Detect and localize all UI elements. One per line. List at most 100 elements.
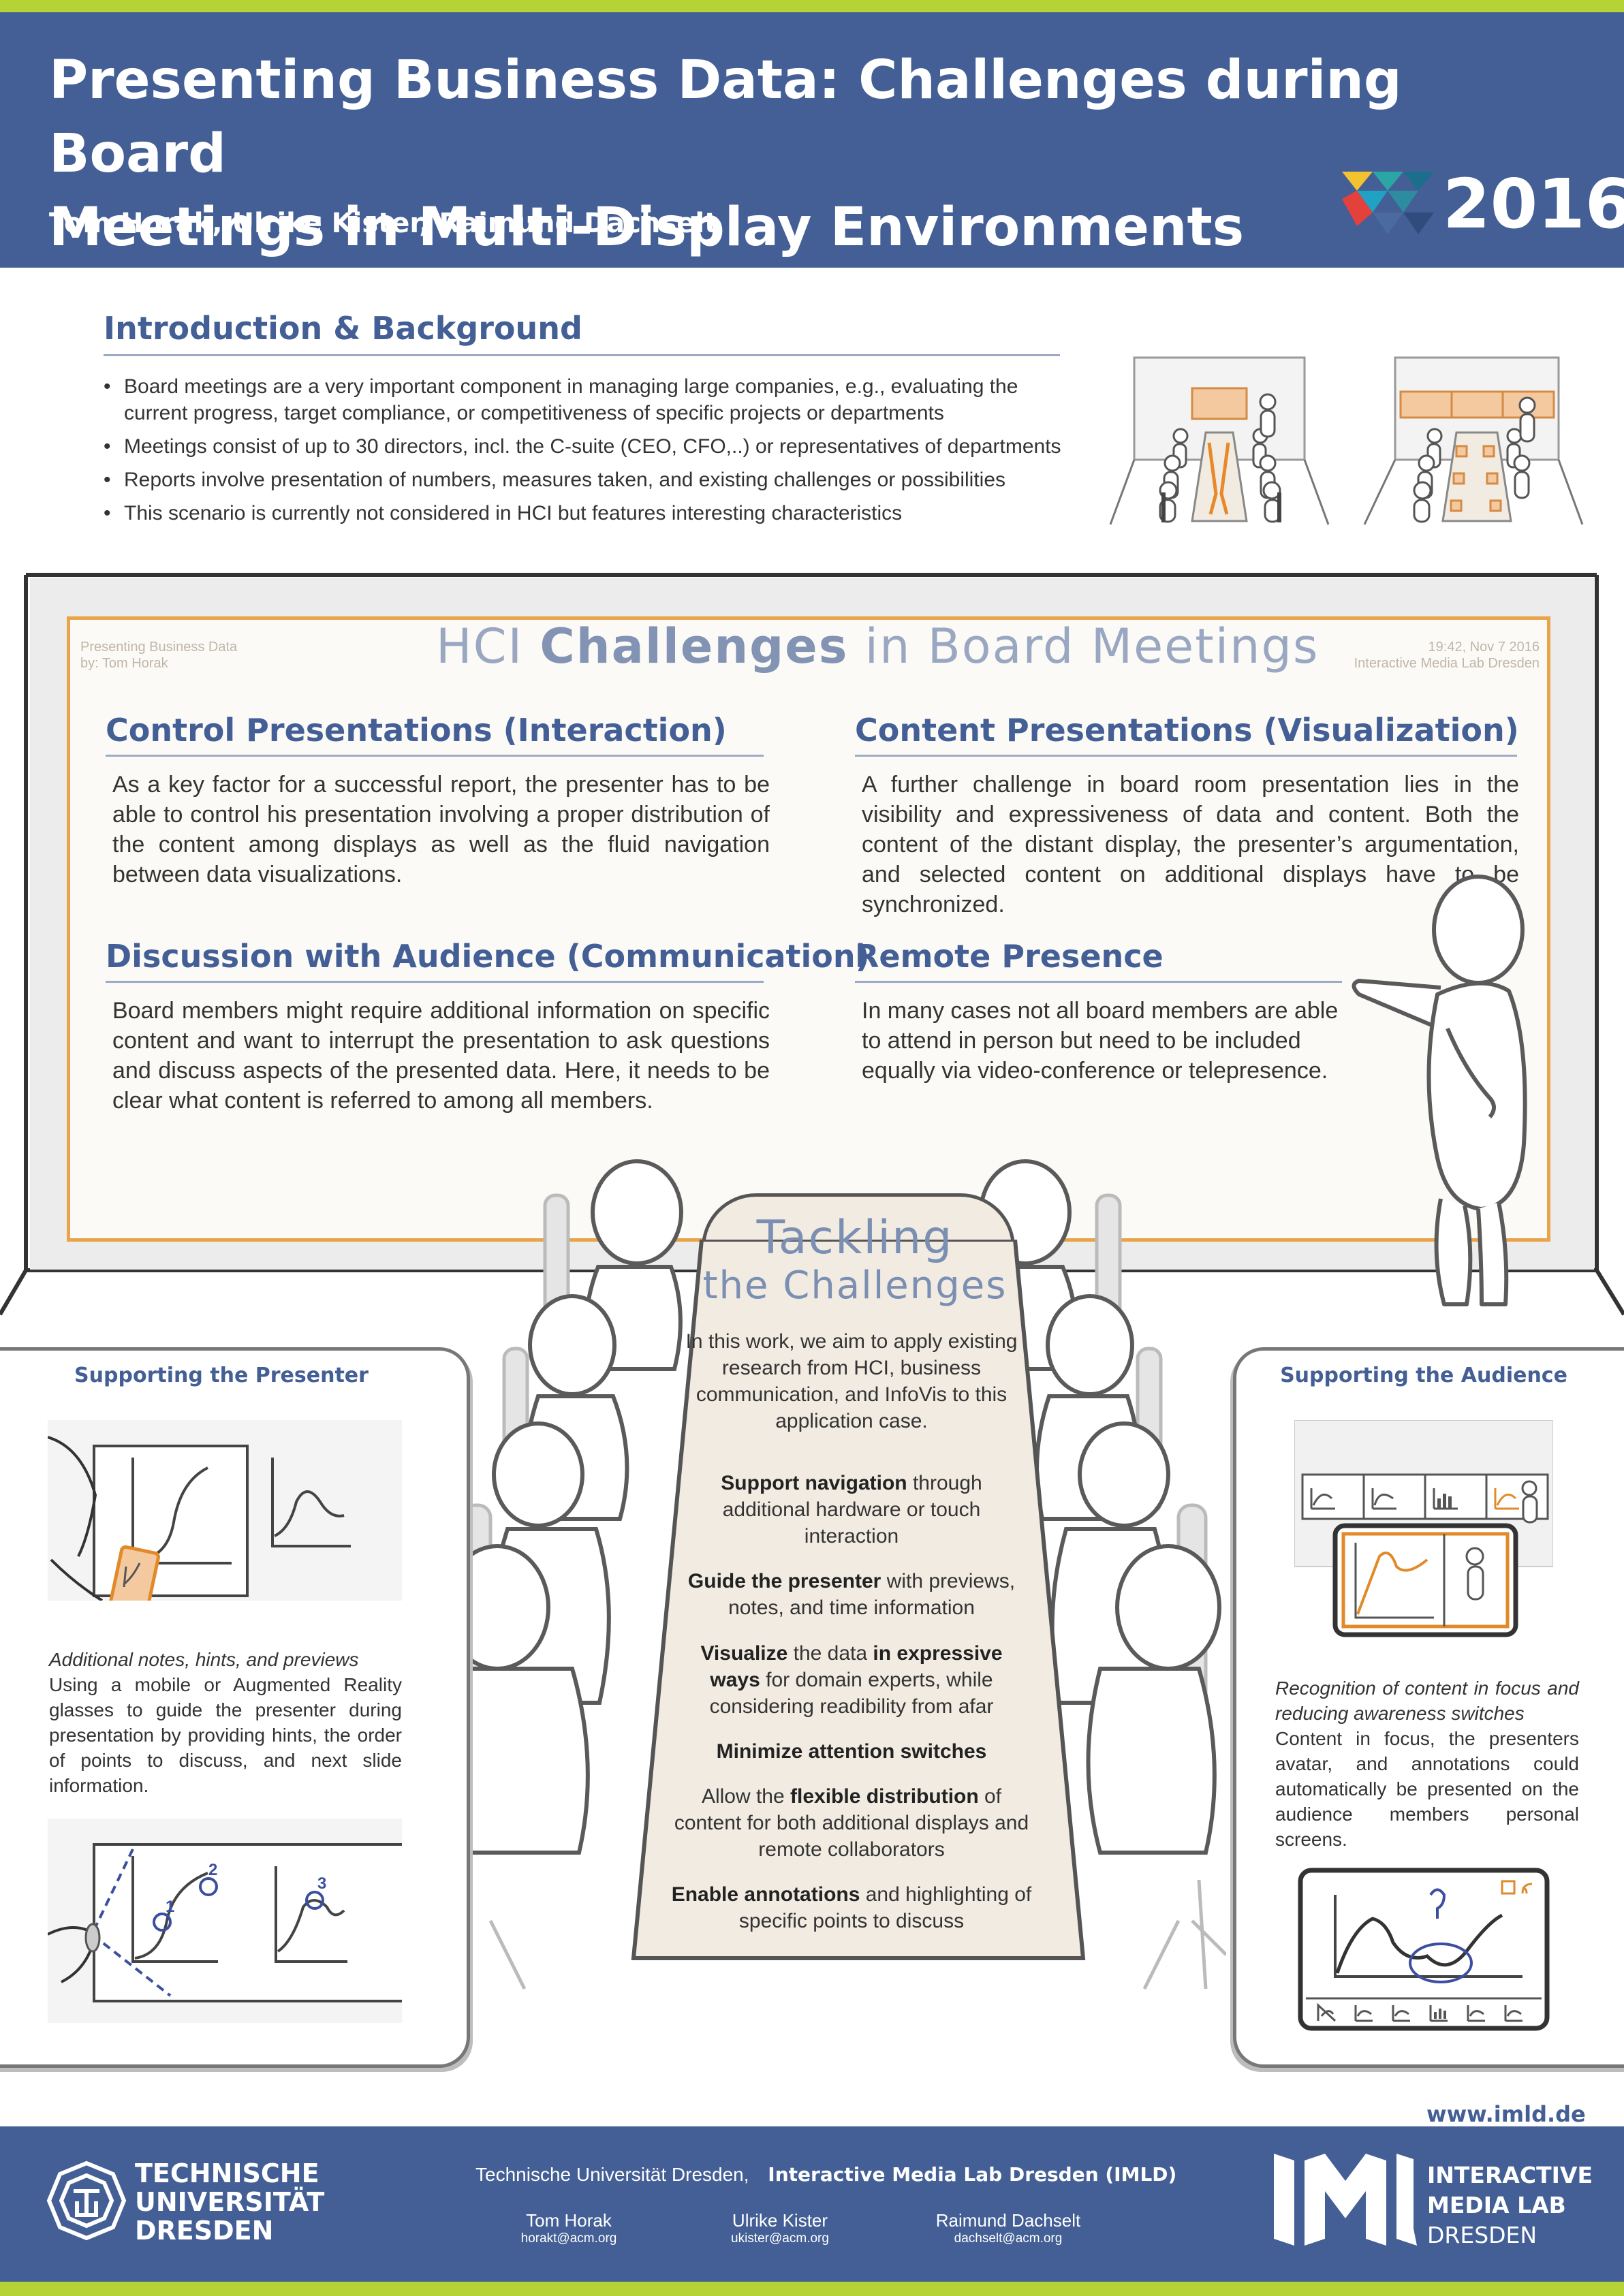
tu-line-3: DRESDEN <box>135 2216 274 2246</box>
slide-title-pre: HCI <box>436 618 540 674</box>
presenter-card-description: Additional notes, hints, and previews Us… <box>49 1647 402 1798</box>
tackling-point-navigation: Support navigation through additional ha… <box>681 1470 1022 1550</box>
point-bold: Guide the presenter <box>687 1570 881 1592</box>
point-text: Allow the <box>701 1785 791 1808</box>
audience-screen-sketch <box>1294 1420 1553 1637</box>
tu-dresden-logo-icon <box>46 2160 127 2241</box>
point-bold: Enable annotations <box>671 1883 860 1906</box>
point-text: and highlighting of specific points to d… <box>738 1883 1032 1932</box>
boardroom-sketch-multi-display <box>1363 356 1584 525</box>
header-banner <box>0 12 1624 268</box>
challenge-text-communication: Board members might require additional i… <box>112 998 770 1114</box>
marker-3-label: 3 <box>317 1874 326 1893</box>
presenter-notes-sketch <box>48 1420 402 1601</box>
audience-card-text: Content in focus, the presenters avatar,… <box>1275 1728 1579 1850</box>
presenter-card-title: Supporting the Presenter <box>74 1364 369 1387</box>
challenge-underline <box>855 981 1342 983</box>
tu-dresden-wordmark: TECHNISCHE UNIVERSITÄT DRESDEN <box>135 2159 324 2245</box>
year-label: 2016 <box>1443 164 1624 244</box>
tackling-point-attention: Minimize attention switches <box>681 1738 1022 1765</box>
presenter-card-italic: Additional notes, hints, and previews <box>49 1649 359 1670</box>
author-contact-kister: Ulrike Kister ukister@acm.org <box>715 2210 845 2246</box>
imld-logo-icon <box>1274 2154 1417 2246</box>
tackling-point-guide: Guide the presenter with previews, notes… <box>681 1568 1022 1621</box>
slide-corner-right: 19:42, Nov 7 2016 Interactive Media Lab … <box>1281 639 1540 672</box>
marker-2-label: 2 <box>208 1861 217 1879</box>
tackling-title-line-1: Tackling <box>756 1211 954 1265</box>
challenge-title-visualization: Content Presentations (Visualization) <box>855 712 1519 749</box>
audience-annotation-sketch <box>1298 1868 1550 2031</box>
point-text: of content for both additional displays … <box>674 1785 1029 1861</box>
challenge-title-communication: Discussion with Audience (Communication) <box>106 938 870 975</box>
intro-bullet: Reports involve presentation of numbers,… <box>102 467 1061 493</box>
author-email[interactable]: dachselt@acm.org <box>954 2231 1063 2246</box>
conference-table <box>631 1240 1086 1960</box>
point-text: through additional hardware or touch int… <box>722 1472 982 1547</box>
author-name: Raimund Dachselt <box>935 2210 1081 2231</box>
audience-card-italic: Recognition of content in focus and redu… <box>1275 1678 1579 1724</box>
imld-line-2: MEDIA LAB <box>1427 2192 1566 2218</box>
slide-title-post: in Board Meetings <box>848 618 1320 674</box>
intro-bullet-list: Board meetings are a very important comp… <box>102 373 1061 533</box>
tackling-point-visualize: Visualize the data in expressive ways fo… <box>681 1640 1022 1720</box>
tackling-point-annotations: Enable annotations and highlighting of s… <box>661 1881 1042 1934</box>
poster-title: Presenting Business Data: Challenges dur… <box>49 44 1452 264</box>
tackling-point-distribution: Allow the flexible distribution of conte… <box>671 1783 1032 1863</box>
marker-1-label: 1 <box>166 1898 174 1916</box>
imld-line-1: INTERACTIVE <box>1427 2162 1593 2188</box>
boardroom-sketch-single-display <box>1109 356 1330 525</box>
title-line-2: Meetings in Multi-Display Environments <box>49 197 1245 258</box>
slide-corner-left: Presenting Business Data by: Tom Horak <box>80 639 237 672</box>
intro-title: Introduction & Background <box>104 310 582 347</box>
slide-lab-name: Interactive Media Lab Dresden <box>1354 656 1540 671</box>
bottom-accent-bar <box>0 2282 1624 2296</box>
author-email[interactable]: ukister@acm.org <box>731 2231 829 2246</box>
author-contact-dachselt: Raimund Dachselt dachselt@acm.org <box>920 2210 1097 2246</box>
conference-logo-icon <box>1342 172 1434 234</box>
slide-presentation-name: Presenting Business Data <box>80 640 238 655</box>
title-line-1: Presenting Business Data: Challenges dur… <box>49 50 1402 185</box>
projection-slide <box>67 616 1550 1242</box>
top-accent-bar <box>0 0 1624 12</box>
presenter-figure <box>1352 875 1527 1306</box>
audience-card-description: Recognition of content in focus and redu… <box>1275 1676 1579 1852</box>
challenge-title-remote: Remote Presence <box>855 938 1164 975</box>
point-bold: Support navigation <box>721 1472 907 1494</box>
slide-timestamp: 19:42, Nov 7 2016 <box>1428 640 1540 655</box>
slide-presentation-author: by: Tom Horak <box>80 656 168 671</box>
author-name: Tom Horak <box>526 2210 612 2231</box>
challenge-underline <box>106 981 764 983</box>
author-name: Ulrike Kister <box>732 2210 828 2231</box>
challenge-underline <box>855 755 1517 757</box>
imld-line-3: DRESDEN <box>1427 2222 1537 2248</box>
institution-plain: Technische Universität Dresden, <box>475 2164 749 2185</box>
institution-bold: Interactive Media Lab Dresden (IMLD) <box>768 2163 1177 2186</box>
intro-underline <box>104 354 1060 356</box>
institution-line: Technische Universität Dresden, Interact… <box>475 2163 1176 2186</box>
tu-line-2: UNIVERSITÄT <box>135 2187 325 2217</box>
audience-card-title: Supporting the Audience <box>1280 1364 1567 1387</box>
imld-wordmark: INTERACTIVE MEDIA LAB DRESDEN <box>1427 2160 1593 2250</box>
presenter-card-text: Using a mobile or Augmented Reality glas… <box>49 1674 402 1796</box>
slide-title: HCI Challenges in Board Meetings <box>436 618 1319 674</box>
point-bold: in expressive ways <box>710 1642 1003 1691</box>
intro-bullet: This scenario is currently not considere… <box>102 500 1061 526</box>
authors: Tom Horak, Ulrike Kister, Raimund Dachse… <box>49 208 718 239</box>
point-bold: Minimize attention switches <box>716 1740 987 1763</box>
presenter-ar-sketch: 1 2 3 <box>48 1819 402 2023</box>
point-bold: flexible distribution <box>790 1785 979 1808</box>
audience-sketch <box>443 1159 1226 1990</box>
challenge-text-remote: In many cases not all board members are … <box>862 998 1339 1084</box>
author-contact-horak: Tom Horak horakt@acm.org <box>504 2210 634 2246</box>
challenge-text-interaction: As a key factor for a successful report,… <box>112 772 770 887</box>
point-text: for domain experts, while considering re… <box>709 1669 994 1718</box>
point-text: with previews, notes, and time informati… <box>728 1570 1016 1619</box>
author-email[interactable]: horakt@acm.org <box>520 2231 617 2246</box>
intro-bullet: Meetings consist of up to 30 directors, … <box>102 433 1061 460</box>
tu-line-1: TECHNISCHE <box>135 2158 319 2188</box>
point-bold: Visualize <box>700 1642 788 1665</box>
tackling-title-line-2: the Challenges <box>702 1263 1008 1308</box>
challenge-text-visualization: A further challenge in board room presen… <box>862 772 1519 917</box>
tackling-title: Tackling the Challenges <box>702 1212 1008 1308</box>
website-url[interactable]: www.imld.de <box>1426 2101 1586 2127</box>
